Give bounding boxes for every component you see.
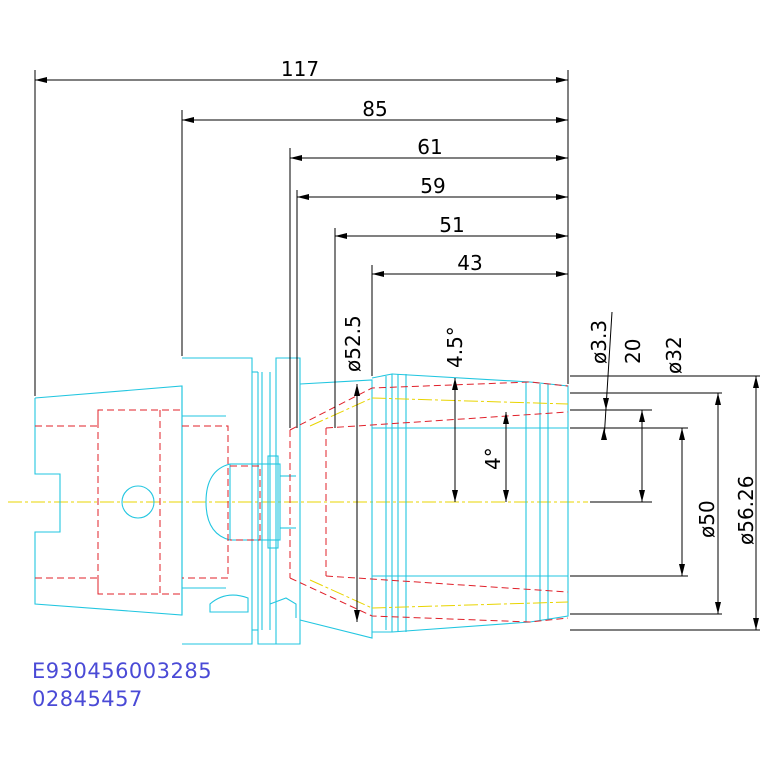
dim-85-label: 85	[362, 97, 387, 121]
horizontal-dimensions: 117 85 61 59 51 43	[34, 57, 569, 428]
dim-61-label: 61	[417, 135, 442, 159]
dim-117-label: 117	[281, 57, 319, 81]
dim-51-label: 51	[439, 213, 464, 237]
taper-guides	[309, 397, 569, 609]
dim-52-5: ø52.5	[341, 315, 365, 622]
dim-20-label: 20	[621, 339, 645, 364]
dim-56-26-label: ø56.26	[734, 476, 758, 546]
angle-4-5-label: 4.5°	[443, 326, 467, 368]
dim-59-label: 59	[420, 174, 445, 198]
holder-outline	[34, 357, 569, 645]
dim-52-5-label: ø52.5	[341, 315, 365, 372]
angle-dims: 4.5° 4°	[443, 326, 509, 502]
dim-32-label: ø32	[662, 336, 686, 374]
part-code: E930456003285	[32, 659, 213, 683]
part-number: 02845457	[32, 687, 143, 711]
dim-50-label: ø50	[695, 500, 719, 538]
angle-4-label: 4°	[481, 447, 505, 470]
dim-43-label: 43	[457, 251, 482, 275]
right-dimensions: ø3.3 20 ø32 ø50 ø56.26	[570, 311, 760, 631]
dim-3-3-label: ø3.3	[587, 320, 611, 364]
hidden-lines	[35, 381, 569, 623]
